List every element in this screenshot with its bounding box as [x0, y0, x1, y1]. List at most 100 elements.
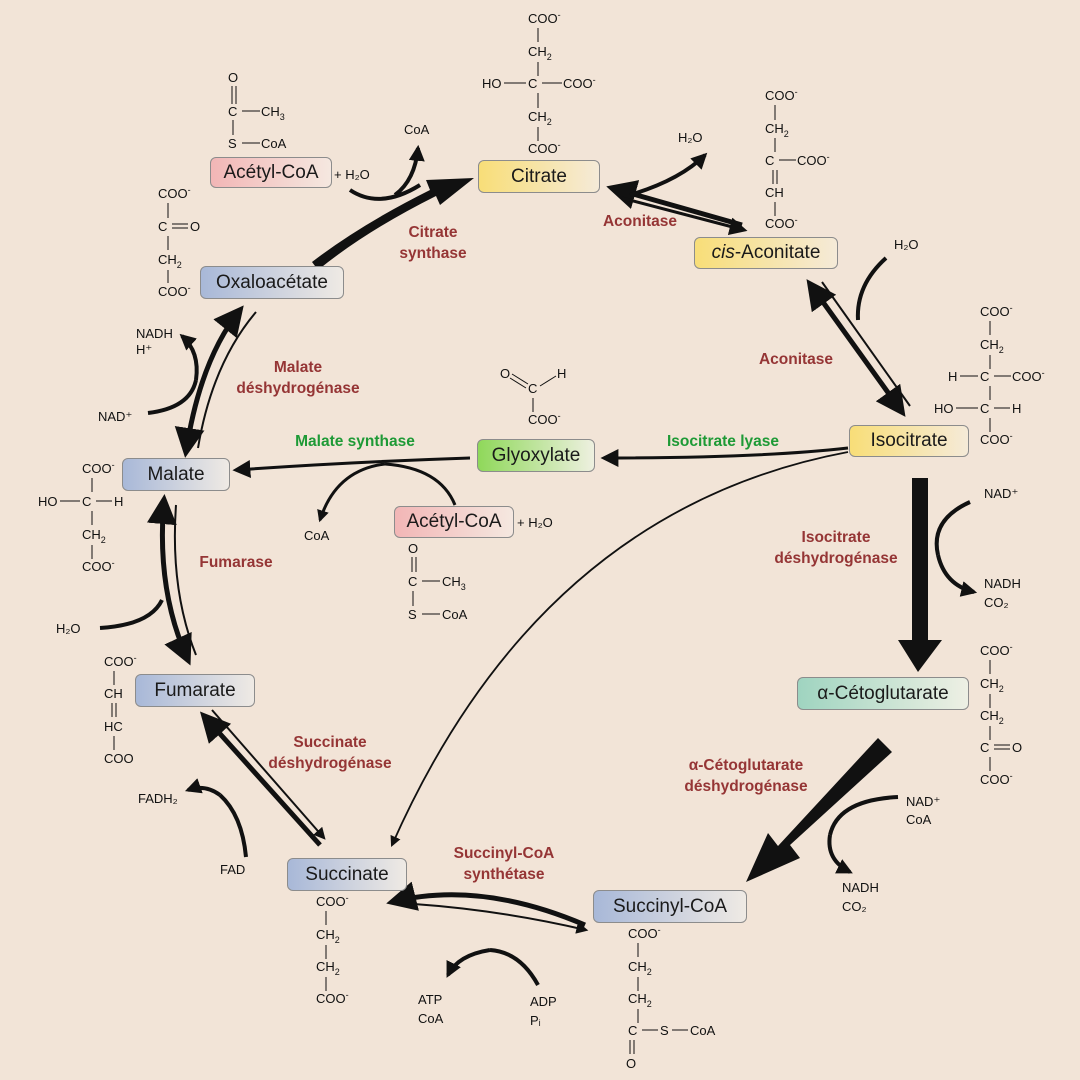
arrow-citrate-synthase [312, 178, 474, 270]
arrow-fadh2-out [184, 778, 222, 797]
structure-isocitrate: COO- CH2 H C COO- HO C H COO- [934, 303, 1045, 447]
svg-text:C: C [158, 219, 167, 234]
arrow-acetyl-coa-in [348, 183, 422, 201]
arrow-nadh-out-malate [179, 333, 199, 381]
metabolite-fumarate: Fumarate [135, 674, 255, 707]
svg-text:HO: HO [38, 494, 58, 509]
metabolite-glyoxylate: Glyoxylate [477, 439, 595, 472]
arrow-adp-in [489, 948, 540, 986]
enzyme-isocitrate-dh: Isocitrate déshydrogénase [760, 527, 912, 569]
arrow-nad-in-malate [147, 379, 198, 415]
cofactor-nad-akg: NAD⁺ CoA [906, 794, 940, 828]
enzyme-label: Fumarase [199, 554, 273, 571]
enzyme-succinate-dh: Succinate déshydrogénase [252, 732, 408, 774]
enzyme-line-2: synthétase [463, 866, 545, 883]
structure-acetyl-coa-2: O C CH3 S CoA [408, 541, 468, 622]
svg-text:COO-: COO- [1012, 368, 1045, 384]
enzyme-line-1: Isocitrate [801, 529, 871, 546]
svg-text:COO-: COO- [104, 653, 137, 669]
svg-text:CH: CH [765, 185, 784, 200]
svg-text:C: C [528, 381, 537, 396]
metabolite-malate: Malate [122, 458, 230, 491]
arrow-aconitase-2 [806, 279, 911, 417]
svg-text:S: S [228, 136, 237, 151]
structure-glyoxylate: O C H COO- [500, 366, 566, 427]
oxaloacetate-label: Oxaloacétate [216, 271, 328, 293]
nadh-label: NADH [984, 576, 1021, 591]
svg-text:C: C [980, 401, 989, 416]
arrow-h2o-in [855, 256, 888, 321]
enzyme-fumarase: Fumarase [186, 552, 286, 573]
enzyme-line-2: synthase [399, 245, 467, 262]
svg-text:COO-: COO- [82, 460, 115, 476]
svg-text:O: O [626, 1056, 636, 1071]
svg-text:O: O [190, 219, 200, 234]
svg-text:CH2: CH2 [628, 959, 652, 977]
svg-text:COO-: COO- [980, 431, 1013, 447]
cofactor-nadh-akg: NADH CO₂ [842, 880, 879, 915]
svg-text:O: O [1012, 740, 1022, 755]
structure-fumarate: COO- CH HC COO [104, 653, 137, 766]
svg-text:COO: COO [104, 751, 134, 766]
arrow-isocitrate-to-succinate [390, 451, 849, 847]
coa-label: CoA [418, 1011, 444, 1026]
svg-text:COO-: COO- [316, 990, 349, 1006]
isocitrate-label: Isocitrate [870, 430, 948, 451]
cofactor-nadh-malate: NADH H⁺ [136, 326, 173, 358]
structure-succinate: COO- CH2 CH2 COO- [316, 893, 349, 1006]
arrow-nadh-out-isocitrate [936, 554, 978, 597]
svg-text:COO-: COO- [765, 215, 798, 231]
cofactor-coa-malate-synthase: CoA [304, 528, 330, 543]
svg-text:C: C [228, 104, 237, 119]
structure-oxaloacetate: COO- C O CH2 COO- [158, 185, 200, 299]
svg-text:CH2: CH2 [528, 109, 552, 127]
enzyme-label: Isocitrate lyase [666, 433, 779, 450]
arrow-atp-out [446, 948, 491, 978]
svg-text:COO-: COO- [82, 558, 115, 574]
svg-text:H: H [114, 494, 123, 509]
cis-aconitate-label: -Aconitate [734, 242, 821, 263]
structure-citrate: COO- CH2 HO C COO- CH2 COO- [482, 10, 596, 156]
arrow-malate-dh [174, 305, 257, 458]
structure-malate: COO- HO C H CH2 COO- [38, 460, 123, 574]
svg-text:CH2: CH2 [628, 991, 652, 1009]
enzyme-akg-dh: α-Cétoglutarate déshydrogénase [668, 755, 824, 797]
cofactor-nad-isocitrate: NAD⁺ [984, 486, 1019, 501]
svg-text:COO-: COO- [980, 771, 1013, 787]
svg-text:CH: CH [104, 686, 123, 701]
metabolite-acetyl-coa-2: Acétyl-CoA [394, 506, 514, 538]
arrow-acetyl-coa-2-in [384, 462, 457, 506]
structure-ketoglutarate: COO- CH2 CH2 C O COO- [980, 642, 1022, 787]
cofactor-nadh-isocitrate: NADH CO₂ [984, 576, 1021, 611]
co2-label: CO₂ [842, 899, 867, 914]
cofactor-atp-coa: ATP CoA [418, 992, 443, 1027]
svg-text:HO: HO [482, 76, 502, 91]
enzyme-label: Aconitase [602, 213, 678, 230]
metabolite-isocitrate: Isocitrate [849, 425, 969, 457]
svg-text:CH2: CH2 [316, 927, 340, 945]
arrow-malate-synthase [232, 456, 471, 478]
arrow-isocitrate-dh [898, 478, 942, 672]
arrow-coa-out-2 [317, 462, 386, 523]
svg-text:COO-: COO- [528, 411, 561, 427]
svg-text:H: H [557, 366, 566, 381]
svg-text:S: S [660, 1023, 669, 1038]
co2-label: CO₂ [984, 595, 1009, 610]
svg-text:H: H [948, 369, 957, 384]
coa-label: CoA [906, 812, 932, 827]
svg-text:CoA: CoA [261, 136, 287, 151]
arrow-fad-in [218, 793, 248, 858]
svg-text:C: C [980, 369, 989, 384]
svg-text:COO-: COO- [628, 925, 661, 941]
enzyme-line-2: déshydrogénase [684, 778, 808, 795]
enzyme-line-2: déshydrogénase [268, 755, 392, 772]
enzyme-line-1: Succinyl-CoA [453, 845, 555, 862]
svg-text:C: C [765, 153, 774, 168]
cis-prefix: cis [711, 242, 735, 263]
cofactor-h2o-fumarase: H₂O [56, 621, 81, 636]
svg-text:CoA: CoA [442, 607, 468, 622]
arrow-h2o-fumarase [99, 599, 164, 630]
cofactor-nad-malate: NAD⁺ [98, 409, 133, 424]
structure-succinyl-coa: COO- CH2 CH2 C S CoA O [626, 925, 716, 1071]
acetyl-coa-2-label: Acétyl-CoA [406, 511, 502, 532]
